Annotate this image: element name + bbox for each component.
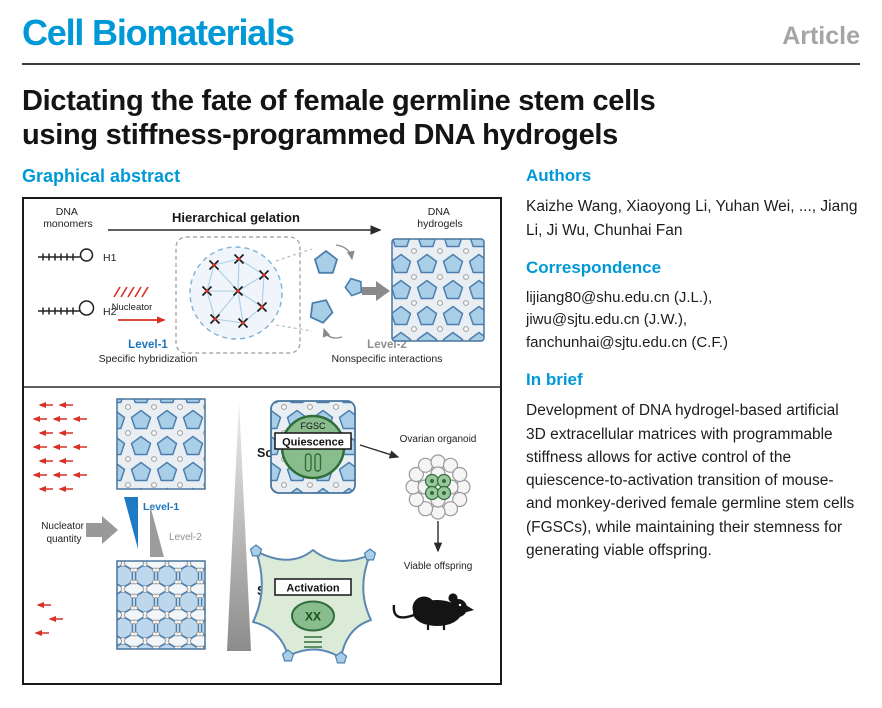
summary-column: Authors Kaizhe Wang, Xiaoyong Li, Yuhan …: [520, 156, 860, 685]
soft-hydrogel-image: [116, 398, 206, 491]
journal-logo: Cell Biomaterials: [22, 12, 295, 53]
authors-names: Kaizhe Wang, Xiaoyong Li, Yuhan Wei, ...…: [526, 198, 858, 239]
dna-hydrogel-image: [391, 238, 485, 343]
hierarchical-gelation-arrow: Hierarchical gelation: [108, 210, 382, 236]
nucleator-label: Nucleator: [112, 302, 153, 313]
hybridization-network-icon: [175, 236, 301, 355]
activation-tile: Activation XX: [249, 544, 377, 664]
correspondence-email: jiwu@sjtu.edu.cn (J.W.),: [526, 311, 688, 329]
journal-header: Cell Biomaterials Article: [0, 0, 882, 63]
quiescence-tile: FGSC Quiescence: [270, 400, 356, 495]
level1-caption: Specific hybridization: [99, 353, 198, 365]
hairpin-h2-icon: H2: [38, 300, 117, 318]
fgsc-label: FGSC: [300, 421, 326, 431]
quiescence-to-organoid-arrow: [359, 444, 400, 459]
correspondence-email: fanchunhai@sjtu.edu.cn (C.F.): [526, 333, 728, 351]
content-columns: Graphical abstract: [0, 156, 882, 686]
quiescence-label: Quiescence: [282, 437, 344, 449]
in-brief-heading: In brief: [526, 370, 583, 390]
level1-label-top: Level-1: [128, 339, 168, 351]
h2-label: H2: [103, 306, 117, 318]
nucleator-marks-icon: Nucleator: [112, 287, 166, 325]
page-title: Dictating the fate of female germline st…: [0, 65, 882, 156]
mouse-icon: [392, 593, 474, 631]
level2-wedge-icon: [150, 505, 164, 558]
graphical-abstract-figure: DNA monomers Hierarchical gelation DNA h…: [24, 206, 500, 664]
in-brief-section: In brief Development of DNA hydrogel-bas…: [526, 370, 860, 562]
header-divider: [22, 63, 860, 65]
gel-cluster-icon: [275, 244, 363, 340]
page-title-line1: Dictating the fate of female germline st…: [22, 85, 656, 117]
level1-wedge-icon: [124, 497, 138, 550]
graphical-abstract-column: Graphical abstract: [22, 156, 506, 686]
correspondence-section: Correspondence lijiang80@shu.edu.cn (J.L…: [526, 258, 860, 355]
gray-arrow-icon: [362, 281, 390, 302]
authors-heading: Authors: [526, 166, 592, 186]
graphical-abstract-heading: Graphical abstract: [22, 166, 181, 187]
hierarchical-gelation-label: Hierarchical gelation: [172, 210, 300, 225]
basal-lines-icon: [304, 636, 322, 649]
level2-label-bottom: Level-2: [169, 532, 202, 543]
pause-bar-icon: [304, 453, 312, 473]
organoid-icon: [405, 454, 471, 521]
nucleus-icon: [291, 600, 335, 632]
article-type-badge: Article: [782, 22, 860, 50]
h1-label: H1: [103, 252, 117, 264]
pause-bar-icon: [314, 453, 322, 473]
xx-chromosomes-label: XX: [305, 610, 321, 624]
authors-section: Authors Kaizhe Wang, Xiaoyong Li, Yuhan …: [526, 166, 860, 242]
level1-label-bottom: Level-1: [143, 501, 179, 513]
big-gray-arrow-icon: [86, 516, 118, 545]
level2-caption: Nonspecific interactions: [332, 353, 443, 365]
page-title-line2: using stiffness-programmed DNA hydrogels: [22, 119, 619, 152]
correspondence-heading: Correspondence: [526, 257, 662, 277]
hairpin-h1-icon: H1: [38, 248, 117, 264]
dna-monomers-label: DNA monomers: [43, 206, 93, 230]
nucleator-quantity-label: Nucleator quantity: [41, 521, 87, 545]
viable-offspring-label: Viable offspring: [404, 561, 473, 572]
correspondence-email: lijiang80@shu.edu.cn (J.L.),: [526, 288, 713, 306]
nucleator-gradient-marks: [32, 402, 87, 637]
in-brief-text: Development of DNA hydrogel-based artifi…: [526, 402, 855, 559]
ovarian-organoid-label: Ovarian organoid: [400, 434, 477, 445]
level2-label-top: Level-2: [367, 339, 407, 351]
graphical-abstract-box: DNA monomers Hierarchical gelation DNA h…: [22, 197, 502, 686]
activation-label: Activation: [286, 583, 339, 595]
dna-hydrogels-label: DNA hydrogels: [417, 206, 463, 230]
stiff-hydrogel-image: [116, 560, 206, 651]
stiffness-gradient-icon: [227, 401, 251, 652]
